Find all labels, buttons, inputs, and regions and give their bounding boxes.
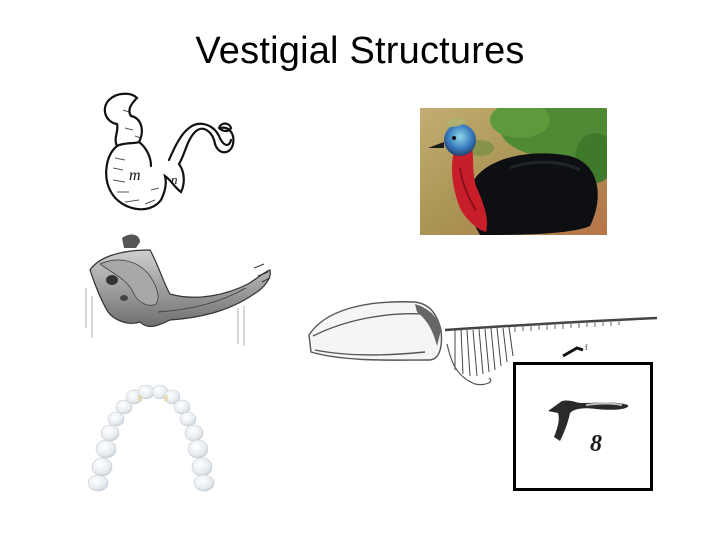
whale-pelvis-inset: 8 — [513, 362, 653, 491]
slide-title: Vestigial Structures — [195, 30, 525, 72]
cassowary-photo — [420, 108, 607, 235]
svg-text:8: 8 — [590, 431, 602, 457]
svg-text:n: n — [171, 172, 178, 187]
appendix-figure: m n — [95, 88, 245, 218]
whale-skeleton-figure: f — [305, 290, 660, 390]
svg-text:f: f — [585, 343, 588, 352]
svg-text:m: m — [129, 167, 141, 184]
coccyx-figure — [78, 228, 274, 350]
wisdom-teeth-figure — [88, 383, 216, 495]
